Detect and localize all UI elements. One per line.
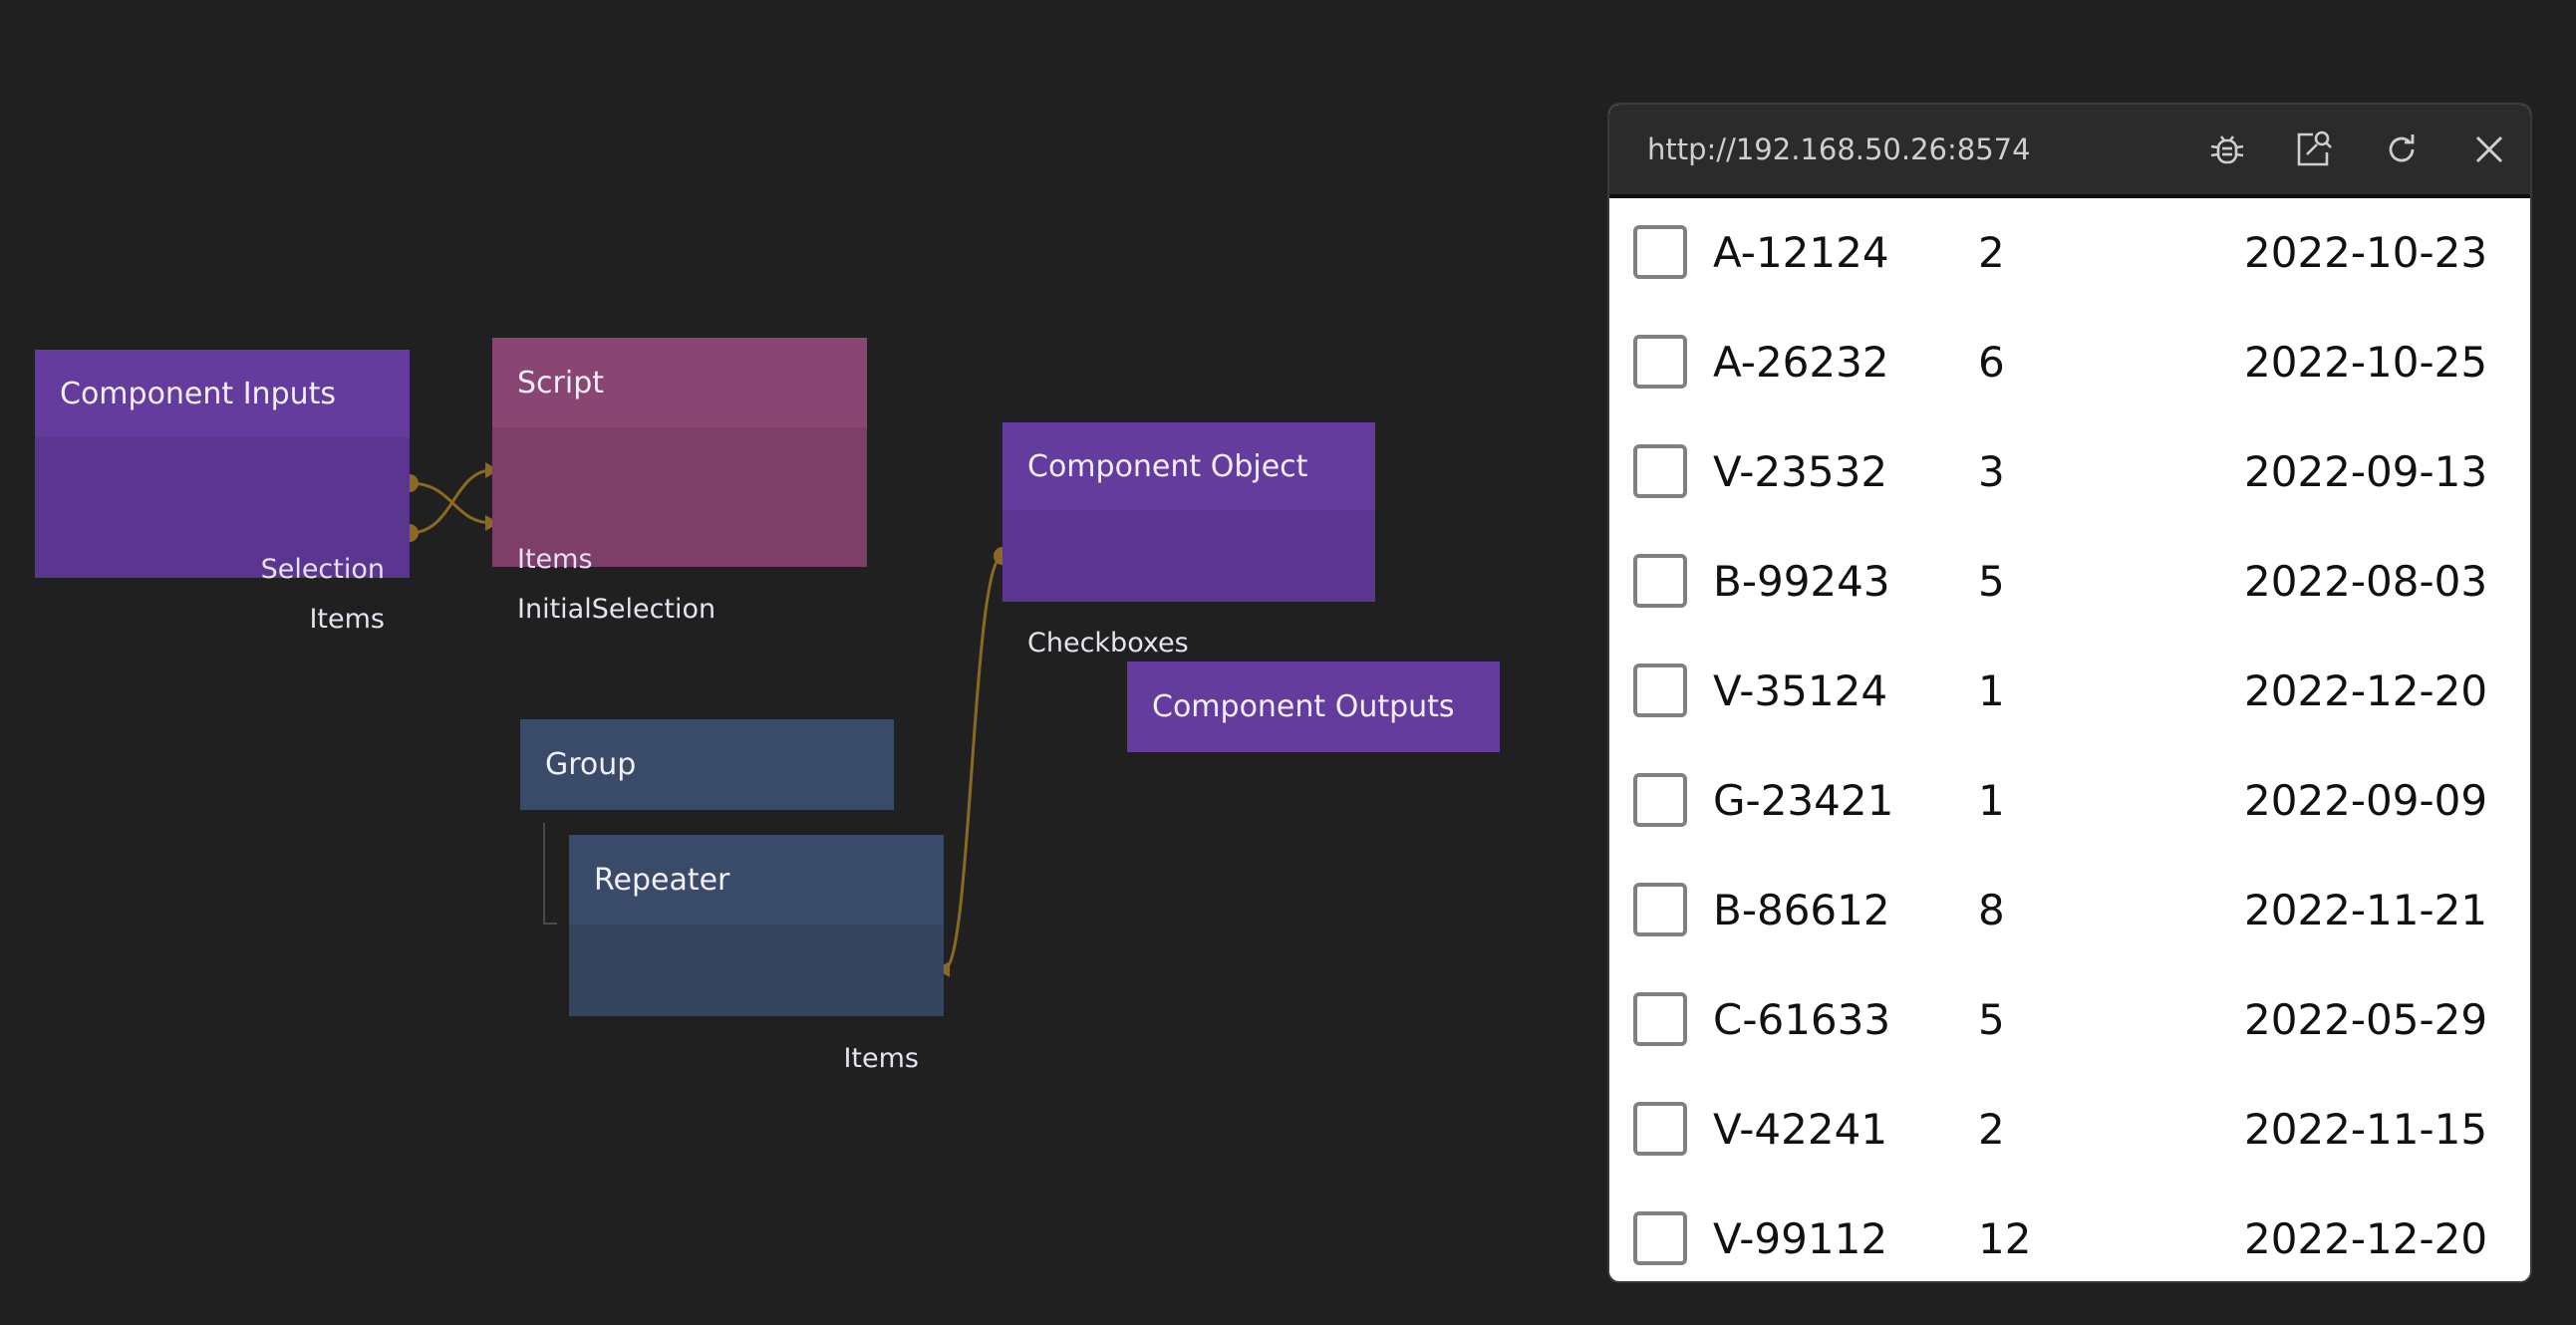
list-item[interactable]: C-61633 5 2022-05-29: [1609, 965, 2530, 1075]
repeater-node[interactable]: Repeater Items: [569, 835, 944, 1074]
item-id: G-23421: [1713, 776, 1894, 825]
list-item[interactable]: A-12124 2 2022-10-23: [1609, 198, 2530, 308]
port-items[interactable]: Items: [309, 604, 385, 635]
checkbox[interactable]: [1633, 225, 1687, 279]
item-id: V-99112: [1713, 1214, 1888, 1263]
list-item[interactable]: B-86612 8 2022-11-21: [1609, 856, 2530, 965]
item-date: 2022-11-15: [2244, 1105, 2488, 1154]
wire-checkboxes-to-repeater-items[interactable]: [942, 554, 1003, 971]
item-date: 2022-05-29: [2244, 995, 2488, 1044]
checkbox[interactable]: [1633, 335, 1687, 389]
bug-icon[interactable]: [2204, 127, 2250, 172]
item-quantity: 2: [1978, 228, 2005, 277]
list-item[interactable]: V-99112 12 2022-12-20: [1609, 1185, 2530, 1281]
preview-toolbar: http://192.168.50.26:8574: [1609, 105, 2530, 198]
item-quantity: 5: [1978, 995, 2005, 1044]
inspect-icon[interactable]: [2291, 127, 2337, 172]
preview-window[interactable]: http://192.168.50.26:8574: [1607, 103, 2532, 1283]
item-quantity: 1: [1978, 776, 2005, 825]
item-date: 2022-12-20: [2244, 666, 2488, 715]
node-title: Repeater: [569, 835, 944, 925]
refresh-icon[interactable]: [2379, 127, 2425, 172]
close-icon[interactable]: [2466, 127, 2512, 172]
item-id: A-12124: [1713, 228, 1889, 277]
item-quantity: 8: [1978, 886, 2005, 934]
node-title: Script: [492, 338, 867, 427]
item-quantity: 2: [1978, 1105, 2005, 1154]
list-item[interactable]: G-23421 1 2022-09-09: [1609, 746, 2530, 856]
item-quantity: 5: [1978, 557, 2005, 606]
port-items[interactable]: Items: [517, 544, 593, 575]
port-checkboxes[interactable]: Checkboxes: [1027, 628, 1189, 659]
list-item[interactable]: V-35124 1 2022-12-20: [1609, 637, 2530, 746]
checkbox[interactable]: [1633, 1102, 1687, 1156]
node-ports: Checkboxes: [1002, 510, 1375, 659]
checkbox[interactable]: [1633, 773, 1687, 827]
node-title: Group: [520, 719, 894, 810]
item-id: V-23532: [1713, 447, 1888, 496]
item-date: 2022-11-21: [2244, 886, 2488, 934]
port-initialselection[interactable]: InitialSelection: [517, 594, 716, 625]
item-id: A-26232: [1713, 338, 1889, 387]
list-item[interactable]: B-99243 5 2022-08-03: [1609, 527, 2530, 637]
component-inputs-node[interactable]: Component Inputs Selection Items: [35, 350, 410, 635]
item-quantity: 3: [1978, 447, 2005, 496]
component-object-node[interactable]: Component Object Checkboxes: [1002, 422, 1375, 659]
component-outputs-node[interactable]: Component Outputs: [1127, 662, 1500, 752]
item-date: 2022-10-25: [2244, 338, 2488, 387]
item-id: B-86612: [1713, 886, 1890, 934]
port-items[interactable]: Items: [843, 1043, 919, 1074]
group-node[interactable]: Group: [520, 719, 894, 810]
item-date: 2022-12-20: [2244, 1214, 2488, 1263]
checkbox[interactable]: [1633, 1211, 1687, 1265]
node-ports: Items: [569, 925, 944, 1074]
port-selection[interactable]: Selection: [260, 554, 385, 585]
list-item[interactable]: V-42241 2 2022-11-15: [1609, 1075, 2530, 1185]
list-item[interactable]: A-26232 6 2022-10-25: [1609, 308, 2530, 417]
node-ports: Items InitialSelection: [492, 427, 867, 625]
item-quantity: 1: [1978, 666, 2005, 715]
item-date: 2022-09-09: [2244, 776, 2488, 825]
checkbox-list: A-12124 2 2022-10-23 A-26232 6 2022-10-2…: [1609, 198, 2530, 1281]
item-id: V-35124: [1713, 666, 1888, 715]
script-node[interactable]: Script Items InitialSelection: [492, 338, 867, 625]
item-id: C-61633: [1713, 995, 1891, 1044]
item-quantity: 6: [1978, 338, 2005, 387]
checkbox[interactable]: [1633, 663, 1687, 717]
item-date: 2022-08-03: [2244, 557, 2488, 606]
hierarchy-connector: [543, 823, 557, 925]
preview-url[interactable]: http://192.168.50.26:8574: [1647, 132, 2031, 166]
checkbox[interactable]: [1633, 554, 1687, 608]
list-item[interactable]: V-23532 3 2022-09-13: [1609, 417, 2530, 527]
item-date: 2022-09-13: [2244, 447, 2488, 496]
node-title: Component Outputs: [1127, 662, 1500, 752]
wire-items-to-items[interactable]: [409, 468, 493, 535]
node-ports: Selection Items: [35, 437, 410, 635]
checkbox[interactable]: [1633, 883, 1687, 936]
item-id: B-99243: [1713, 557, 1890, 606]
item-quantity: 12: [1978, 1214, 2032, 1263]
node-title: Component Inputs: [35, 350, 410, 437]
item-date: 2022-10-23: [2244, 228, 2488, 277]
checkbox[interactable]: [1633, 992, 1687, 1046]
node-title: Component Object: [1002, 422, 1375, 510]
item-id: V-42241: [1713, 1105, 1888, 1154]
checkbox[interactable]: [1633, 444, 1687, 498]
